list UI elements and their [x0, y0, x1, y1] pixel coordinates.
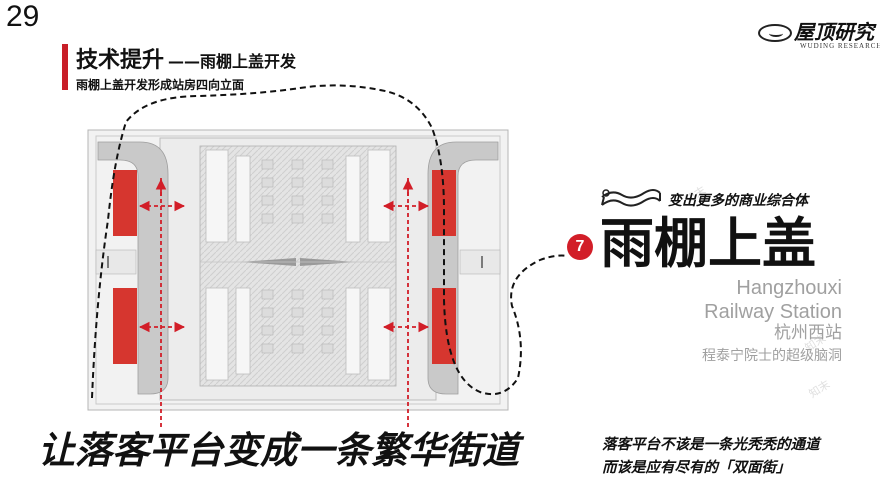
title-accent-bar [62, 44, 68, 90]
academic-caption: 程泰宁院士的超级脑洞 [702, 348, 842, 364]
scroll-ribbon-icon [601, 189, 661, 207]
tour-route-line [91, 84, 569, 399]
logo-text-cn: 屋顶研究 [794, 20, 874, 44]
flow-arrows [138, 178, 430, 430]
slide-subtitle: 雨棚上盖开发形成站房四向立面 [76, 78, 245, 92]
plan-drawing [87, 129, 509, 411]
station-name-cn: 杭州西站 [774, 323, 842, 343]
feature-tagline: 变出更多的商业综合体 [668, 193, 808, 209]
bottom-headline: 让落客平台变成一条繁华街道 [38, 429, 519, 472]
feature-title: 雨棚上盖 [600, 212, 816, 275]
english-name-line1: Hangzhouxi [736, 277, 842, 299]
english-name-line2: Railway Station [704, 301, 842, 323]
number-badge: 7 [567, 234, 593, 260]
bottom-note-line2: 而该是应有尽有的「双面街」 [602, 460, 791, 476]
svg-text:知末: 知末 [806, 377, 832, 401]
bottom-note-line1: 落客平台不该是一条光秃秃的通道 [602, 437, 820, 453]
title-separator: —— [168, 52, 201, 71]
title-main: 技术提升 [76, 48, 165, 73]
page-number: 29 [6, 0, 40, 33]
logo-text-en: WUDING RESEARCH [800, 42, 880, 50]
brand-logo: 屋顶研究 WUDING RESEARCH [752, 10, 880, 56]
logo-mark-icon [758, 24, 792, 42]
title-sub: 雨棚上盖开发 [200, 52, 297, 71]
slide-title: 技术提升——雨棚上盖开发 [76, 42, 296, 74]
